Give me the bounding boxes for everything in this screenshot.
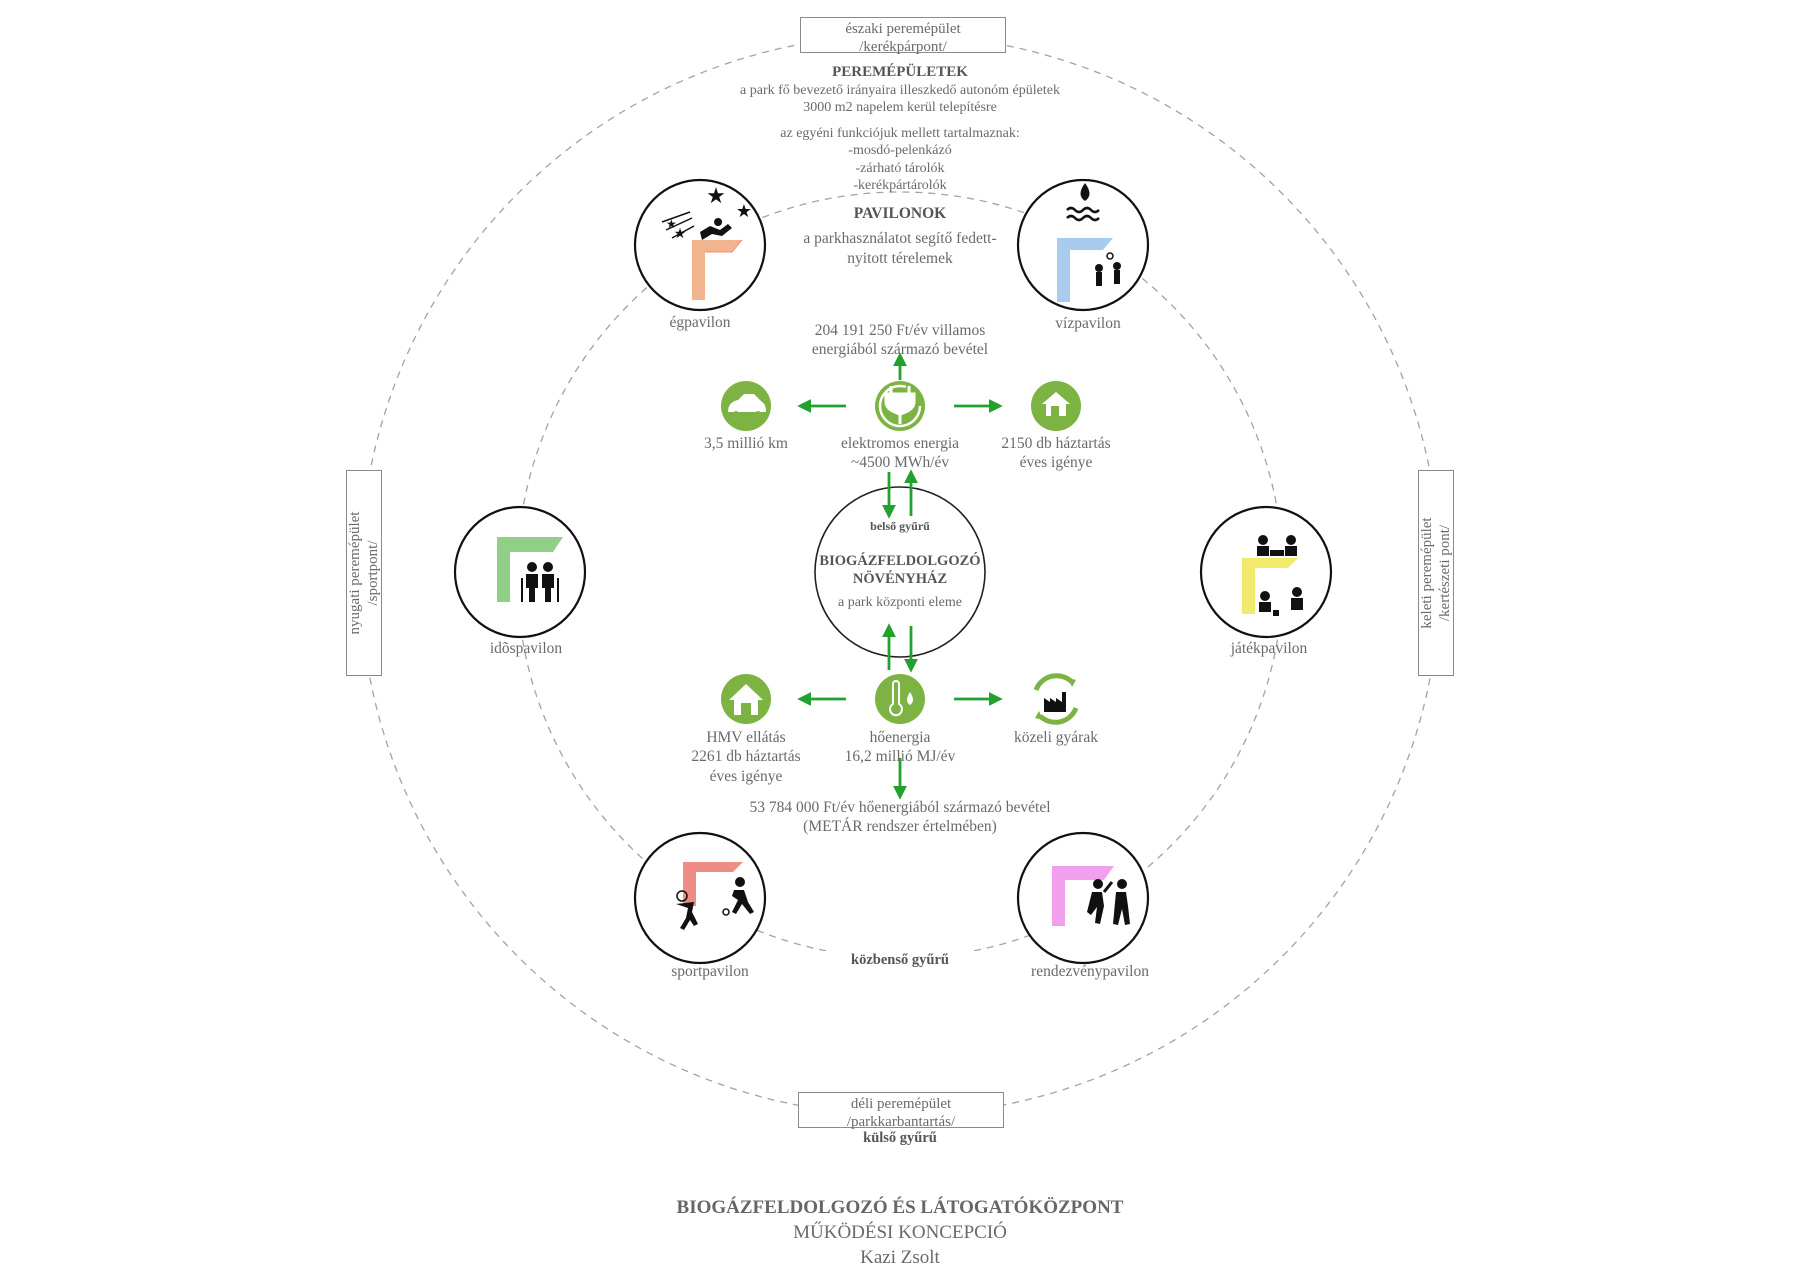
inner-ring-label: belső gyűrű: [870, 519, 930, 533]
electric-energy-line2: ~4500 MWh/év: [850, 454, 950, 472]
pavilion-water-disc: [1016, 178, 1150, 312]
heat-income-line2: (METÁR rendszer értelmében): [803, 818, 997, 836]
pavilion-sport-disc: [633, 831, 767, 965]
pavilion-sport-label: sportpavilon: [671, 963, 749, 980]
heat-icon-circle: [875, 674, 925, 724]
electric-income-line2: energiából származó bevétel: [811, 341, 989, 359]
peripheral-item1: -mosdó-pelenkázó: [848, 143, 952, 159]
pavilion-play-label: játékpavilon: [1230, 640, 1308, 657]
heat-energy-line2: 16,2 millió MJ/év: [844, 748, 956, 766]
peripheral-item3: -kerékpártárolók: [853, 178, 947, 194]
ev-label: 3,5 millió km: [704, 435, 788, 452]
hmv-line1: HMV ellátás: [706, 729, 786, 746]
house-icon: [729, 684, 763, 715]
household-icon-circle: [1031, 381, 1081, 431]
peripheral-line3: az egyéni funkciójuk mellett tartalmazna…: [780, 125, 1020, 141]
footer-title: BIOGÁZFELDOLGOZÓ ÉS LÁTOGATÓKÖZPONT: [676, 1197, 1124, 1218]
electric-income-text: 204 191 250 Ft/év villamos energiából sz…: [750, 321, 1050, 360]
heat-income-line1: 53 784 000 Ft/év hőenergiából származó b…: [749, 799, 1051, 816]
households-line2: éves igénye: [1019, 454, 1093, 472]
pavilion-water-label: vízpavilon: [1055, 315, 1121, 332]
outer-ring-label: külső gyűrű: [863, 1130, 937, 1146]
heat-energy-line1: hőenergia: [869, 729, 931, 746]
center-title-line2: NÖVÉNYHÁZ: [852, 571, 948, 588]
heat-income-text: 53 784 000 Ft/év hőenergiából származó b…: [650, 798, 1150, 837]
water-play-icon: [1080, 183, 1090, 201]
east-peripheral-line2: /kertészeti pont/: [1437, 524, 1453, 622]
house-icon-circle: [721, 674, 771, 724]
hmv-text: HMV ellátás 2261 db háztartás éves igény…: [666, 728, 826, 786]
footer-author: Kazi Zsolt: [860, 1247, 940, 1268]
electric-income-line1: 204 191 250 Ft/év villamos: [814, 322, 986, 339]
peripheral-description: PEREMÉPÜLETEK a park fő bevezető irányai…: [700, 63, 1100, 195]
house-plug-icon: [1042, 392, 1070, 416]
pavilion-sky-disc: ★ ★ ★ ★: [633, 178, 767, 312]
peripheral-line1: a park fő bevezető irányaira illeszkedő …: [740, 82, 1060, 98]
west-peripheral-box: nyugati peremépület /sportpont/: [346, 470, 382, 676]
households-text: 2150 db háztartás éves igénye: [976, 434, 1136, 473]
factory-recycle-icon: [1044, 692, 1066, 712]
south-peripheral-line2: /parkkarbantartás/: [846, 1114, 956, 1130]
pavilion-play-disc: [1199, 505, 1333, 639]
pavilion-event-label: rendezvénypavilon: [1031, 963, 1149, 980]
svg-text:★: ★: [736, 201, 752, 221]
svg-text:★: ★: [706, 183, 726, 208]
ev-icon-circle: [721, 381, 771, 431]
pavilion-sky-label: égpavilon: [669, 314, 731, 331]
svg-text:★: ★: [666, 217, 677, 231]
south-peripheral-line1: déli peremépület: [850, 1096, 952, 1112]
electric-car-icon: [728, 394, 766, 412]
tennis-football-icon: [676, 877, 754, 930]
middle-ring-label: közbenső gyűrű: [800, 951, 1000, 970]
pavilion-elder-label: idõspavilon: [489, 640, 563, 657]
pavilion-elder-disc: [453, 505, 587, 639]
center-subtitle: a park központi eleme: [837, 595, 962, 611]
plug-icon-circle: [875, 381, 925, 431]
hmv-line3: éves igénye: [709, 767, 783, 785]
pavilions-line2: nyitott térelemek: [847, 249, 953, 267]
footer-subtitle: MŰKÖDÉSI KONCEPCIÓ: [793, 1222, 1007, 1243]
heat-energy-text: hőenergia 16,2 millió MJ/év: [800, 728, 1000, 767]
factories-label: közeli gyárak: [1014, 729, 1098, 746]
east-peripheral-line1: keleti peremépület: [1419, 517, 1435, 629]
south-peripheral-box: déli peremépület /parkkarbantartás/: [798, 1092, 1004, 1130]
hmv-line2: 2261 db háztartás: [691, 748, 801, 766]
peripheral-title: PEREMÉPÜLETEK: [832, 64, 968, 80]
pavilions-description: PAVILONOK a parkhasználatot segítő fedet…: [750, 204, 1050, 268]
children-play-icon: [1257, 535, 1303, 616]
svg-text:★: ★: [674, 227, 687, 242]
west-peripheral-line2: /sportpont/: [365, 540, 381, 606]
center-greenhouse-circle: [814, 486, 986, 658]
factory-icon-circle: [1031, 673, 1081, 725]
pavilions-line1: a parkhasználatot segítő fedett-: [803, 230, 997, 248]
north-peripheral-line1: északi peremépület: [845, 21, 961, 37]
east-peripheral-label: keleti peremépület /kertészeti pont/: [1418, 517, 1454, 628]
center-greenhouse-text: BIOGÁZFELDOLGOZÓ NÖVÉNYHÁZ a park közpon…: [800, 552, 1000, 612]
peripheral-item2: -zárható tárolók: [855, 160, 945, 176]
thermometer-drop-icon: [889, 680, 903, 717]
west-peripheral-line1: nyugati peremépület: [347, 511, 363, 635]
north-peripheral-box: északi peremépület /kerékpárpont/: [800, 17, 1006, 55]
east-peripheral-box: keleti peremépület /kertészeti pont/: [1418, 470, 1454, 676]
electric-energy-text: elektromos energia ~4500 MWh/év: [800, 434, 1000, 473]
pavilions-title: PAVILONOK: [853, 205, 947, 222]
electric-energy-line1: elektromos energia: [840, 435, 960, 452]
peripheral-line2: 3000 m2 napelem kerül telepítésre: [803, 100, 997, 116]
north-peripheral-line2: /kerékpárpont/: [859, 39, 947, 55]
elderly-couple-icon: [521, 562, 559, 602]
energy-arrows: [797, 352, 1003, 800]
households-line1: 2150 db háztartás: [1001, 435, 1111, 452]
west-peripheral-label: nyugati peremépület /sportpont/: [346, 512, 382, 635]
center-title-line1: BIOGÁZFELDOLGOZÓ: [819, 553, 981, 569]
dancers-icon: [1087, 879, 1130, 925]
pavilion-event-disc: [1016, 831, 1150, 965]
plug-icon: [884, 386, 916, 424]
stargazer-icon: [700, 218, 732, 240]
